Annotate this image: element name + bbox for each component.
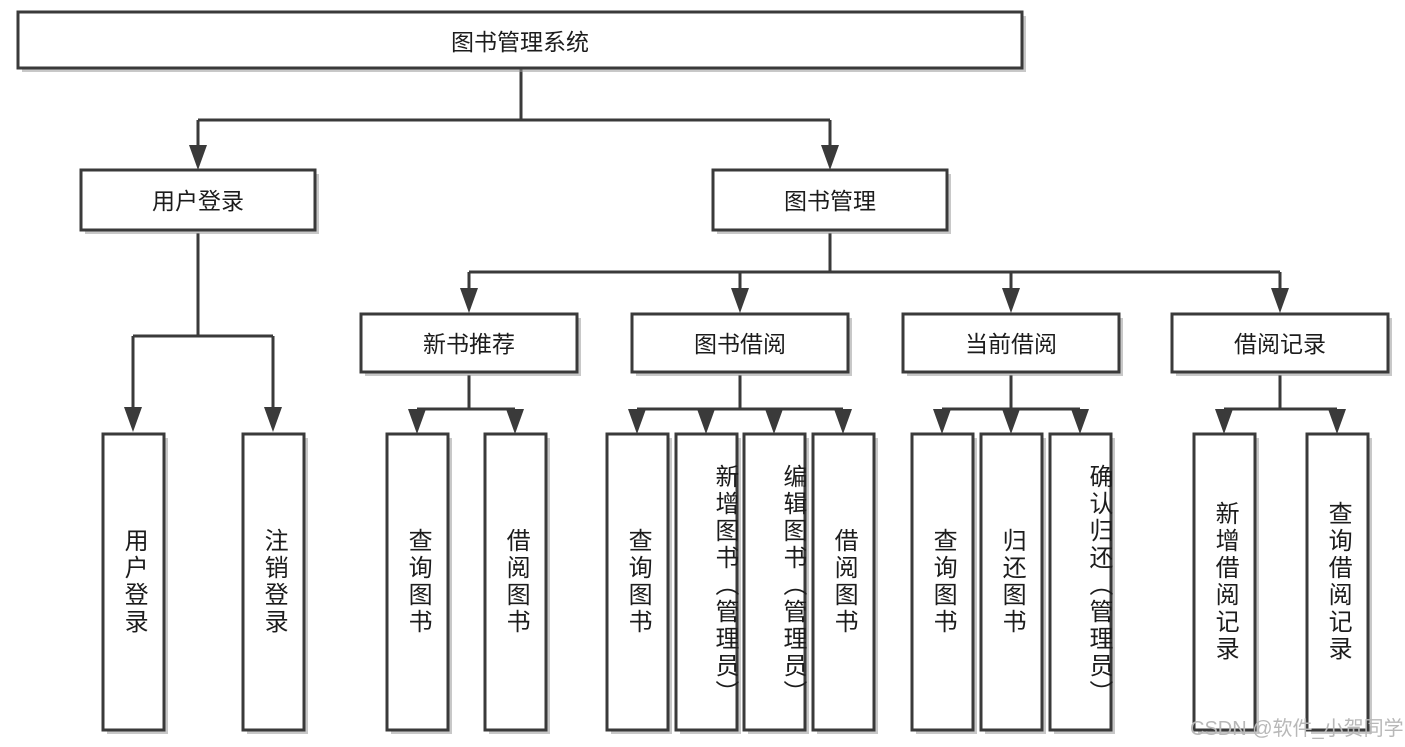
arrow-leaf-bb-2 bbox=[697, 409, 715, 434]
arrow-leaf-logout bbox=[264, 407, 282, 432]
arrow-leaf-bb-1 bbox=[628, 409, 646, 434]
leaf-box-bb-add-book[interactable] bbox=[674, 432, 739, 732]
arrow-leaf-bb-3 bbox=[765, 409, 783, 434]
arrow-to-borrow-record bbox=[1271, 288, 1289, 313]
arrow-leaf-cb-1 bbox=[933, 409, 951, 434]
leaf-box-cb-query-book[interactable] bbox=[910, 432, 975, 732]
node-new-book-box[interactable] bbox=[359, 312, 579, 374]
leaf-box-user-login[interactable] bbox=[101, 432, 166, 732]
node-book-borrow-label: 图书借阅 bbox=[694, 331, 786, 357]
node-root-label: 图书管理系统 bbox=[451, 29, 589, 55]
node-new-book-recommend[interactable]: 新书推荐 bbox=[359, 312, 581, 376]
arrow-leaf-nb-2 bbox=[506, 409, 524, 434]
leaf-box-bb-query-book[interactable] bbox=[605, 432, 670, 732]
leaf-box-cb-confirm-return[interactable] bbox=[1048, 432, 1113, 732]
node-book-borrow-box[interactable] bbox=[630, 312, 850, 374]
node-book-manage[interactable]: 图书管理 bbox=[711, 168, 951, 234]
node-user-login-label: 用户登录 bbox=[152, 188, 244, 214]
connector-layer bbox=[124, 68, 1346, 434]
node-borrow-record-box[interactable] bbox=[1170, 312, 1390, 374]
arrow-to-book-borrow bbox=[731, 288, 749, 313]
leaf-box-bb-edit-book[interactable] bbox=[742, 432, 807, 732]
arrow-leaf-user-login bbox=[124, 407, 142, 432]
leaf-boxes bbox=[101, 432, 1372, 734]
leaf-box-logout[interactable] bbox=[241, 432, 306, 732]
node-root[interactable]: 图书管理系统 bbox=[16, 10, 1026, 72]
arrow-leaf-cb-3 bbox=[1071, 409, 1089, 434]
arrow-leaf-cb-2 bbox=[1002, 409, 1020, 434]
arrow-leaf-br-1 bbox=[1215, 409, 1233, 434]
node-current-borrow[interactable]: 当前借阅 bbox=[901, 312, 1123, 376]
arrow-to-user-login bbox=[189, 145, 207, 170]
node-current-borrow-label: 当前借阅 bbox=[965, 331, 1057, 357]
leaf-box-nb-borrow-book[interactable] bbox=[483, 432, 548, 732]
csdn-watermark: CSDN @软件_小贺同学 bbox=[1190, 718, 1404, 740]
leaf-box-cb-return-book[interactable] bbox=[979, 432, 1044, 732]
node-borrow-record-label: 借阅记录 bbox=[1234, 331, 1326, 357]
node-current-borrow-box[interactable] bbox=[901, 312, 1121, 374]
leaf-box-nb-query-book[interactable] bbox=[385, 432, 450, 732]
node-user-login-box[interactable] bbox=[79, 168, 317, 232]
arrow-to-book-manage bbox=[821, 145, 839, 170]
node-book-manage-label: 图书管理 bbox=[784, 188, 876, 214]
node-new-book-label: 新书推荐 bbox=[423, 331, 515, 357]
node-root-box[interactable] bbox=[16, 10, 1024, 70]
arrow-to-current-borrow bbox=[1002, 288, 1020, 313]
leaf-box-br-add-record[interactable] bbox=[1192, 432, 1257, 732]
arrow-to-new-book bbox=[460, 288, 478, 313]
node-user-login[interactable]: 用户登录 bbox=[79, 168, 319, 234]
leaf-box-br-query-record[interactable] bbox=[1305, 432, 1370, 732]
arrow-leaf-br-2 bbox=[1328, 409, 1346, 434]
node-book-borrow[interactable]: 图书借阅 bbox=[630, 312, 852, 376]
arrow-leaf-nb-1 bbox=[408, 409, 426, 434]
arrow-leaf-bb-4 bbox=[834, 409, 852, 434]
node-borrow-record[interactable]: 借阅记录 bbox=[1170, 312, 1392, 376]
leaf-box-bb-borrow-book[interactable] bbox=[811, 432, 876, 732]
node-book-manage-box[interactable] bbox=[711, 168, 949, 232]
